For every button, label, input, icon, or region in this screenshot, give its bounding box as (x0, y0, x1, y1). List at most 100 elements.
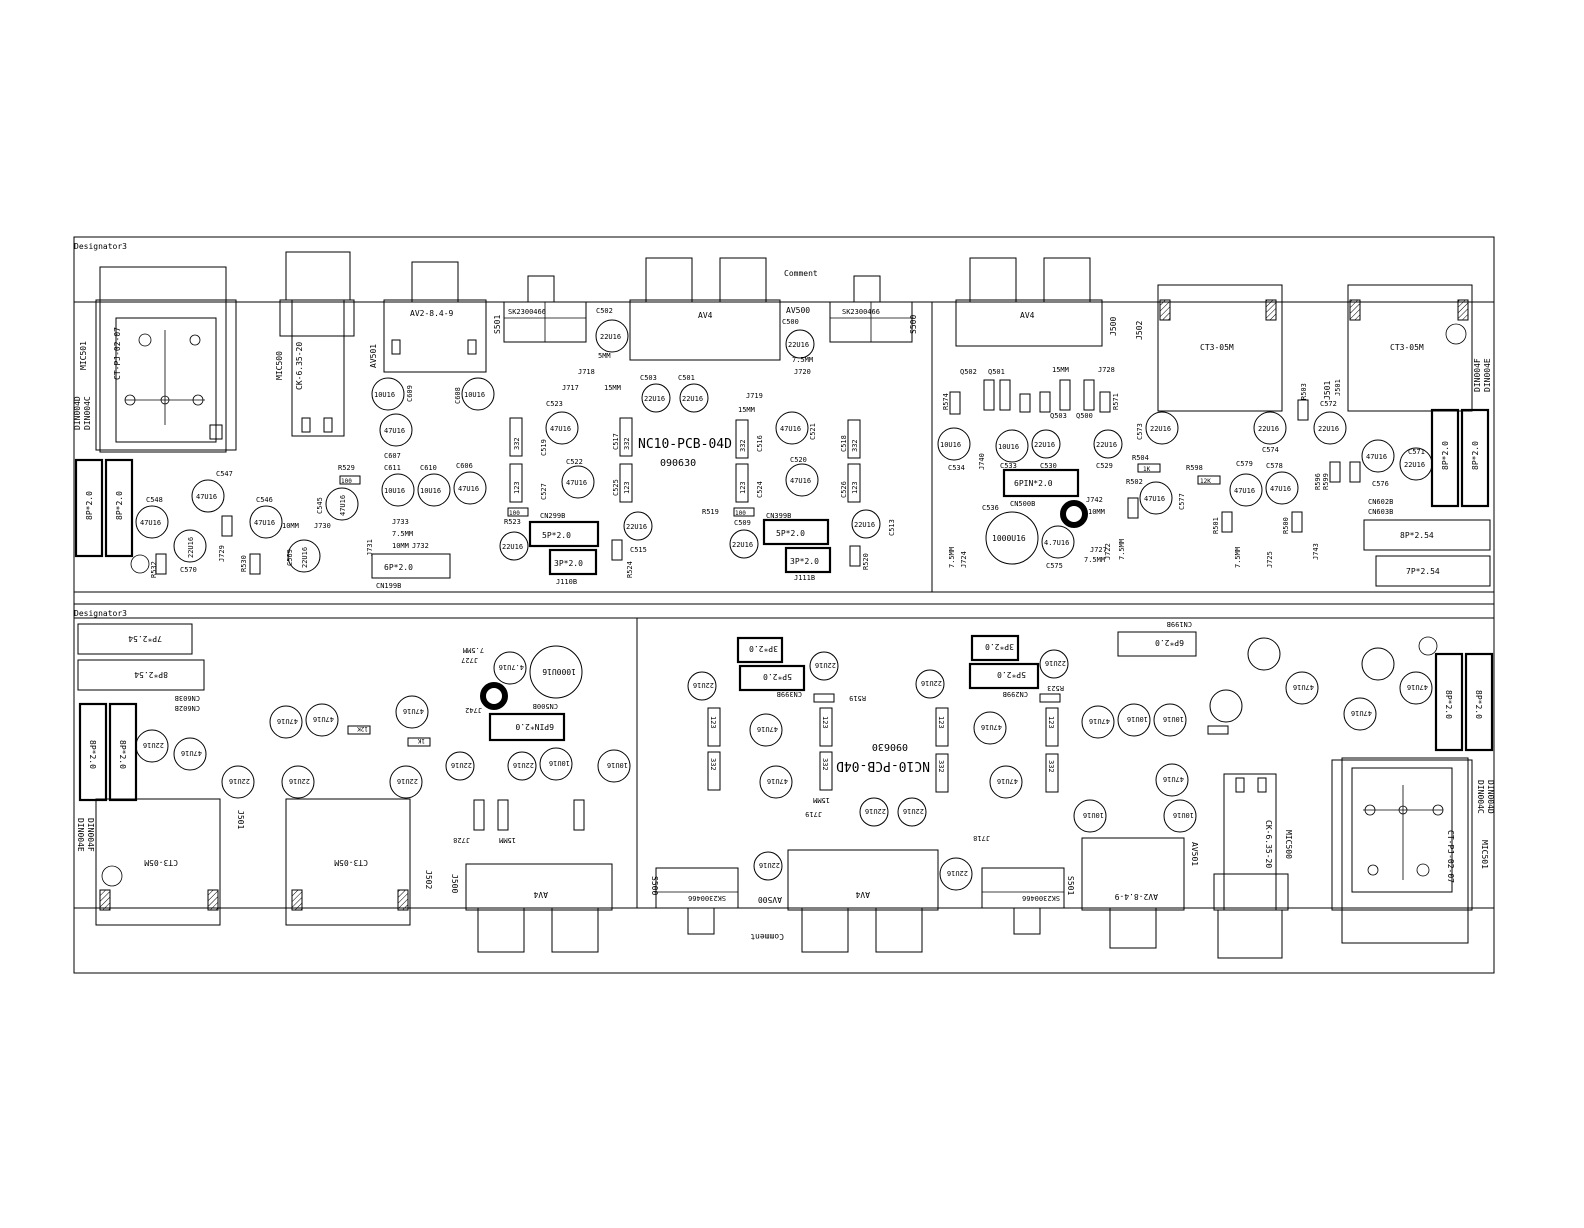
svg-text:R504: R504 (1132, 454, 1149, 462)
svg-text:4.7U16: 4.7U16 (1044, 539, 1069, 547)
svg-text:3P*2.0: 3P*2.0 (554, 559, 583, 568)
svg-text:AV500: AV500 (786, 306, 810, 315)
svg-text:8P*2.0: 8P*2.0 (85, 491, 94, 520)
svg-text:6PIN*2.0: 6PIN*2.0 (515, 722, 554, 731)
svg-text:R571: R571 (1112, 393, 1120, 410)
svg-text:47U16: 47U16 (790, 477, 811, 485)
svg-text:J110B: J110B (556, 578, 577, 586)
svg-text:7.5MM: 7.5MM (948, 547, 956, 568)
svg-text:J742: J742 (1086, 496, 1103, 504)
header-8p254-top: 8P*2.54 7P*2.54 CN602B CN603B (1363, 498, 1491, 587)
svg-text:8P*2.0: 8P*2.0 (1474, 690, 1483, 719)
svg-text:R529: R529 (338, 464, 355, 472)
svg-text:1K: 1K (1143, 466, 1151, 473)
svg-text:R501: R501 (1212, 517, 1220, 534)
resistor-strip-top: 332 123 332 123 332 123 332 123 100 100 … (155, 379, 1361, 575)
svg-text:Q503: Q503 (1050, 412, 1067, 420)
svg-text:47U16: 47U16 (550, 425, 571, 433)
svg-text:47U16: 47U16 (1163, 775, 1184, 783)
svg-text:AV4: AV4 (855, 890, 870, 899)
svg-text:10U16: 10U16 (1173, 811, 1194, 819)
svg-text:DIN004C: DIN004C (1476, 780, 1485, 814)
svg-text:47U16: 47U16 (1234, 487, 1255, 495)
svg-text:C536: C536 (982, 504, 999, 512)
panel-bottom-label: Designator3 (74, 609, 127, 618)
svg-text:NC10-PCB-04D: NC10-PCB-04D (836, 758, 930, 773)
svg-text:J502: J502 (424, 870, 433, 889)
svg-text:7P*2.54: 7P*2.54 (1406, 567, 1440, 576)
svg-text:C571: C571 (1408, 448, 1425, 456)
svg-text:AV501: AV501 (369, 344, 378, 368)
svg-text:CN299B: CN299B (540, 512, 565, 520)
connector-6pin-top: 6PIN*2.0 CN500B (1002, 468, 1080, 508)
svg-text:22U16: 22U16 (644, 395, 665, 403)
svg-text:J719: J719 (805, 810, 822, 818)
svg-text:AV4: AV4 (698, 311, 713, 320)
svg-text:R503: R503 (1300, 383, 1308, 400)
svg-text:332: 332 (821, 758, 829, 771)
svg-text:CN500B: CN500B (1010, 500, 1035, 508)
svg-text:10U16: 10U16 (464, 391, 485, 399)
svg-text:AV2-8.4-9: AV2-8.4-9 (1114, 892, 1158, 901)
svg-text:5P*2.0: 5P*2.0 (997, 670, 1026, 679)
cap-22u-c513: 22U16 C513 (851, 509, 896, 539)
svg-text:22U16: 22U16 (1258, 425, 1279, 433)
svg-text:J501: J501 (1334, 379, 1342, 396)
svg-text:CN299B: CN299B (1003, 690, 1028, 698)
svg-text:3P*2.0: 3P*2.0 (985, 642, 1014, 651)
svg-text:C573: C573 (1136, 423, 1144, 440)
svg-text:C546: C546 (256, 496, 273, 504)
svg-text:J500: J500 (1109, 317, 1118, 336)
svg-text:8P*2.54: 8P*2.54 (1400, 531, 1434, 540)
svg-text:47U16: 47U16 (981, 723, 1002, 731)
svg-text:C577: C577 (1178, 493, 1186, 510)
svg-text:MIC500: MIC500 (1284, 830, 1293, 859)
svg-text:3P*2.0: 3P*2.0 (749, 644, 778, 653)
svg-text:C608: C608 (454, 387, 462, 404)
svg-text:332: 332 (937, 760, 945, 773)
svg-text:Comment: Comment (784, 269, 818, 278)
svg-text:AV500: AV500 (758, 895, 782, 904)
board-outline (73, 236, 1495, 974)
svg-text:22U16: 22U16 (397, 777, 418, 785)
fiducial-top (1060, 500, 1088, 528)
svg-text:22U16: 22U16 (759, 861, 780, 869)
svg-text:22U16: 22U16 (854, 521, 875, 529)
svg-text:AV2-8.4-9: AV2-8.4-9 (410, 309, 454, 318)
svg-text:332: 332 (1047, 760, 1055, 773)
svg-text:C519: C519 (540, 439, 548, 456)
svg-text:22U16: 22U16 (229, 777, 250, 785)
svg-text:CN199B: CN199B (376, 582, 401, 590)
svg-text:J502: J502 (1135, 321, 1144, 340)
svg-text:1K: 1K (417, 737, 425, 744)
svg-text:CT3-05M: CT3-05M (1390, 343, 1424, 352)
svg-text:C517: C517 (612, 433, 620, 450)
svg-text:C525: C525 (612, 479, 620, 496)
svg-text:7P*2.54: 7P*2.54 (128, 634, 162, 643)
svg-text:100: 100 (341, 478, 352, 485)
svg-text:C522: C522 (566, 458, 583, 466)
svg-text:22U16: 22U16 (682, 395, 703, 403)
svg-text:J501: J501 (236, 810, 245, 829)
svg-text:CT-PJ-02-07: CT-PJ-02-07 (1446, 830, 1455, 883)
svg-text:MIC500: MIC500 (275, 351, 284, 380)
svg-text:5P*2.0: 5P*2.0 (763, 672, 792, 681)
svg-text:22U16: 22U16 (600, 333, 621, 341)
svg-text:C513: C513 (888, 519, 896, 536)
svg-text:123: 123 (937, 716, 945, 729)
svg-text:10U16: 10U16 (607, 761, 628, 769)
svg-text:DIN004E: DIN004E (76, 818, 85, 852)
svg-text:22U16: 22U16 (513, 761, 534, 769)
svg-text:15MM: 15MM (499, 836, 516, 844)
svg-text:C509: C509 (734, 519, 751, 527)
svg-text:C545: C545 (316, 497, 324, 514)
svg-text:1000U16: 1000U16 (542, 667, 576, 676)
svg-text:J728: J728 (1098, 366, 1115, 374)
